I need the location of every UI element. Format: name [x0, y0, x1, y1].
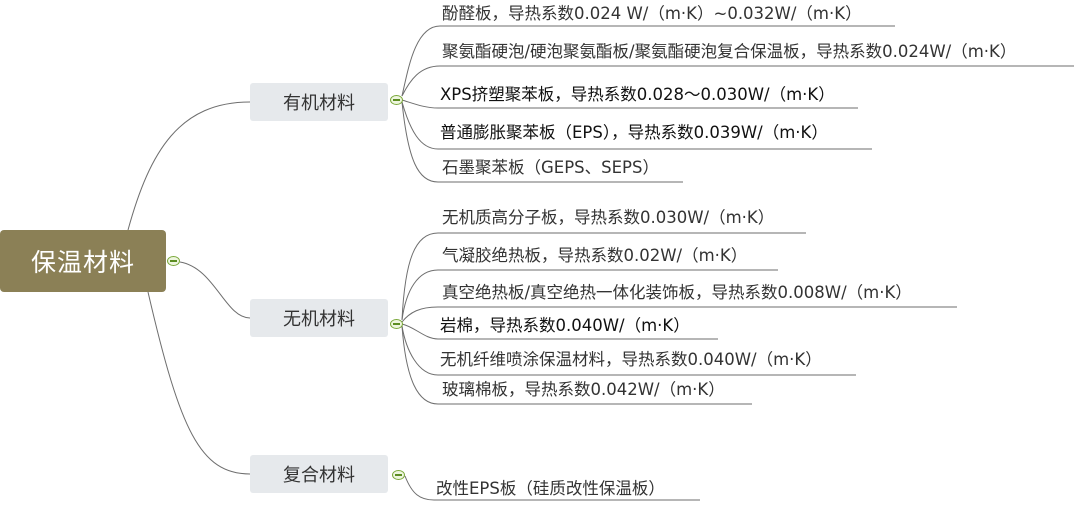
leaf-inorganic-polymer-board[interactable]: 无机质高分子板，导热系数0.030W/（m·K）	[442, 208, 775, 227]
connector-composite-1	[404, 475, 700, 501]
branch-organic-collapse-icon[interactable]	[390, 95, 403, 105]
root-collapse-icon[interactable]	[167, 256, 180, 266]
connector-inorganic-6	[401, 325, 752, 405]
leaf-vacuum-insulation-board[interactable]: 真空绝热板/真空绝热一体化装饰板，导热系数0.008W/（m·K）	[442, 283, 912, 302]
leaf-rock-wool[interactable]: 岩棉，导热系数0.040W/（m·K）	[440, 316, 690, 335]
connector-inorganic-5	[401, 325, 856, 376]
branch-composite-label: 复合材料	[283, 465, 355, 486]
branch-inorganic[interactable]: 无机材料	[250, 299, 388, 337]
leaf-xps-board[interactable]: XPS挤塑聚苯板，导热系数0.028～0.030W/（m·K）	[440, 85, 835, 104]
connector-inorganic-1	[401, 232, 806, 321]
leaf-glass-wool-board[interactable]: 玻璃棉板，导热系数0.042W/（m·K）	[442, 380, 725, 399]
leaf-polyurethane-board[interactable]: 聚氨酯硬泡/硬泡聚氨酯板/聚氨酯硬泡复合保温板，导热系数0.024W/（m·K）	[442, 42, 1017, 61]
connector-root-composite	[147, 291, 251, 475]
branch-inorganic-collapse-icon[interactable]	[390, 319, 403, 329]
connector-organic-5	[401, 101, 683, 183]
root-node[interactable]: 保温材料	[0, 230, 166, 292]
leaf-inorganic-fiber-spray[interactable]: 无机纤维喷涂保温材料，导热系数0.040W/（m·K）	[440, 350, 822, 369]
connector-inorganic-4	[401, 323, 718, 340]
branch-composite[interactable]: 复合材料	[250, 455, 388, 493]
connector-root-inorganic	[179, 261, 251, 319]
connector-organic-2	[401, 65, 1074, 97]
connector-organic-1	[401, 25, 895, 97]
branch-organic[interactable]: 有机材料	[250, 83, 388, 121]
connector-organic-4	[401, 101, 872, 150]
leaf-graphite-eps-board[interactable]: 石墨聚苯板（GEPS、SEPS）	[442, 158, 659, 177]
leaf-phenolic-board[interactable]: 酚醛板，导热系数0.024 W/（m·K）~0.032W/（m·K）	[442, 4, 862, 23]
branch-inorganic-label: 无机材料	[283, 309, 355, 330]
leaf-aerogel-board[interactable]: 气凝胶绝热板，导热系数0.02W/（m·K）	[442, 246, 748, 265]
branch-composite-collapse-icon[interactable]	[392, 470, 405, 480]
connector-root-organic	[127, 101, 251, 231]
branch-organic-label: 有机材料	[283, 93, 355, 114]
leaf-modified-eps-board[interactable]: 改性EPS板（硅质改性保温板）	[436, 479, 665, 498]
leaf-eps-board[interactable]: 普通膨胀聚苯板（EPS），导热系数0.039W/（m·K）	[440, 123, 828, 142]
root-node-label: 保温材料	[30, 248, 135, 277]
connector-inorganic-3	[401, 306, 957, 323]
connector-inorganic-2	[401, 269, 778, 321]
connector-organic-3	[401, 99, 858, 109]
